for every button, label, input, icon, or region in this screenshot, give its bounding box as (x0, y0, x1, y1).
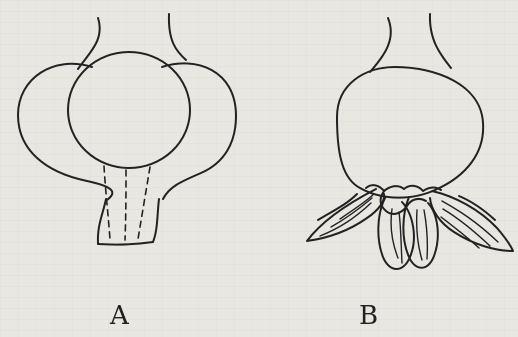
panel-b-petal-center-right-vein-2 (424, 210, 427, 259)
panel-b-petal-center-left-vein-1 (391, 209, 398, 258)
panel-b-body (337, 67, 483, 198)
panel-a-label: A (110, 303, 129, 329)
panel-a (18, 14, 236, 245)
panel-b-left-sepal (318, 194, 357, 220)
panel-b-label: B (359, 303, 378, 329)
panel-a-stem-right (169, 14, 186, 60)
panel-a-inner-dashed-right (138, 167, 150, 239)
panel-b-petal-center-right-vein-1 (417, 210, 422, 260)
panel-a-center-body (68, 52, 190, 168)
panel-b-right-sepal (459, 196, 495, 220)
panel-a-right-lobe (162, 63, 236, 199)
panel-a-stalk-base (98, 242, 153, 245)
panel-b-petal-center-left-vein-2 (399, 212, 402, 263)
panel-a-stalk-right (153, 199, 159, 242)
panel-b-stem-left (370, 18, 391, 72)
panel-a-left-lobe (18, 64, 112, 200)
panel-b (307, 14, 513, 269)
panel-b-stem-right (430, 14, 451, 68)
panel-b-lower-cluster-top (366, 185, 441, 191)
panel-a-inner-dashed-middle (125, 170, 126, 240)
panel-a-stalk-left (98, 199, 106, 244)
